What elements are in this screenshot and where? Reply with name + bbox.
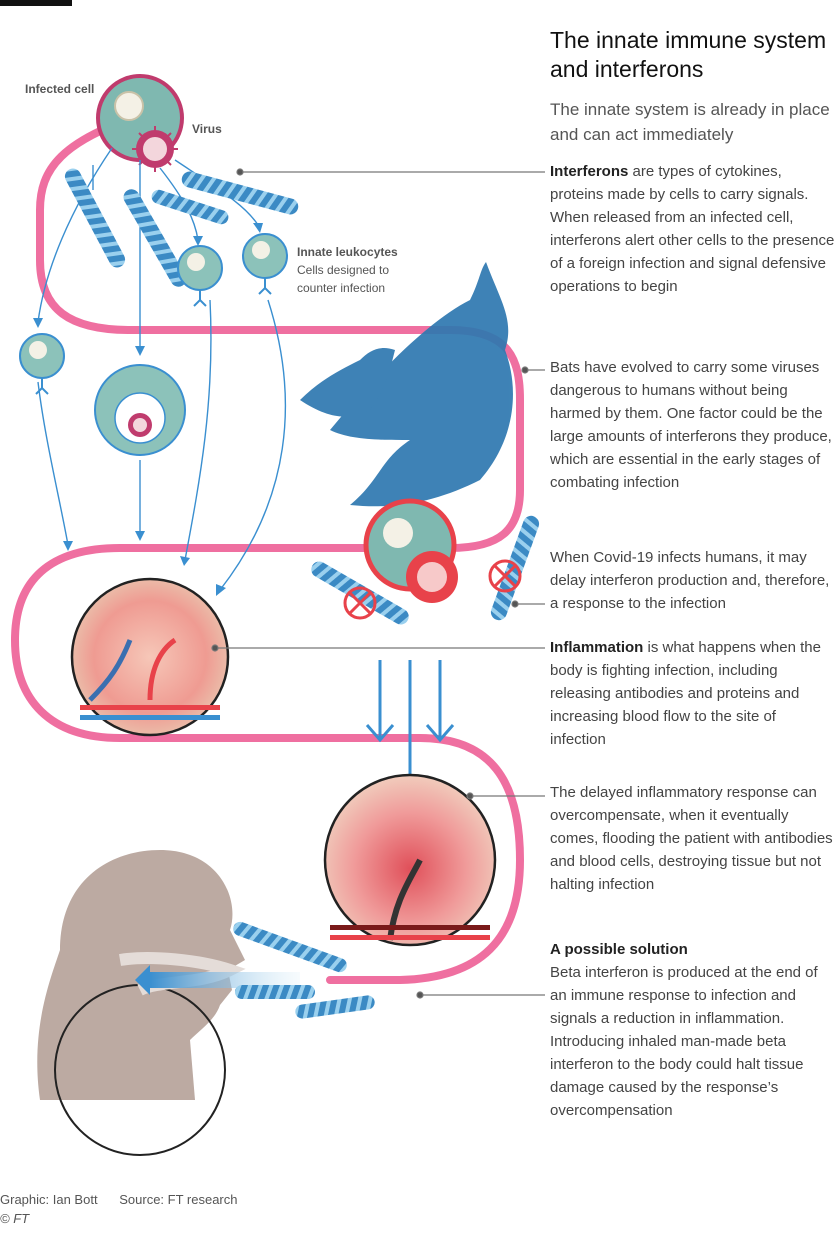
pink-pathway xyxy=(10,108,525,984)
virus-infected-human-cell xyxy=(363,498,458,603)
ft-top-bar xyxy=(0,0,72,6)
tissue-magnify-1 xyxy=(70,577,230,737)
solution-paragraph: Beta interferon is produced at the end o… xyxy=(550,964,818,1119)
leader-lines xyxy=(211,168,545,999)
tissue-magnify-2 xyxy=(323,773,497,947)
leukocyte-cells xyxy=(19,233,288,395)
infected-cell-label: Infected cell xyxy=(25,82,95,96)
delayed-response-paragraph: The delayed inflammatory response can ov… xyxy=(550,784,833,893)
inhaled-interferon xyxy=(135,921,375,1019)
graphic-credit: Graphic: Ian Bott xyxy=(0,1192,98,1207)
page-subtitle: The innate system is already in place an… xyxy=(550,100,830,144)
blocked-icon xyxy=(343,559,522,620)
copyright: © FT xyxy=(0,1211,30,1226)
bats-paragraph: Bats have evolved to carry some viruses … xyxy=(550,359,832,491)
footer-credits: Graphic: Ian Bott Source: FT research xyxy=(0,1192,238,1207)
solution-heading: A possible solution xyxy=(550,941,688,958)
page-title: The innate immune system and interferons xyxy=(550,27,827,82)
source-credit: Source: FT research xyxy=(119,1192,238,1207)
blocked-interferons xyxy=(311,515,540,625)
arrowheads xyxy=(33,223,263,596)
interferon-helices-top xyxy=(64,168,299,287)
virus-label: Virus xyxy=(192,122,222,136)
leukocytes-label: Innate leukocytes Cells designed to coun… xyxy=(297,245,398,295)
infected-cell xyxy=(96,74,184,172)
signal-arrows xyxy=(37,147,287,591)
inflammation-paragraph: Inflammation is what happens when the bo… xyxy=(550,639,821,748)
human-head xyxy=(37,850,246,1156)
bats-illustration xyxy=(300,262,513,507)
covid-paragraph: When Covid-19 infects humans, it may del… xyxy=(550,549,830,612)
engulfing-leukocyte xyxy=(94,364,186,456)
interferons-paragraph: Interferons are types of cytokines, prot… xyxy=(550,163,835,295)
